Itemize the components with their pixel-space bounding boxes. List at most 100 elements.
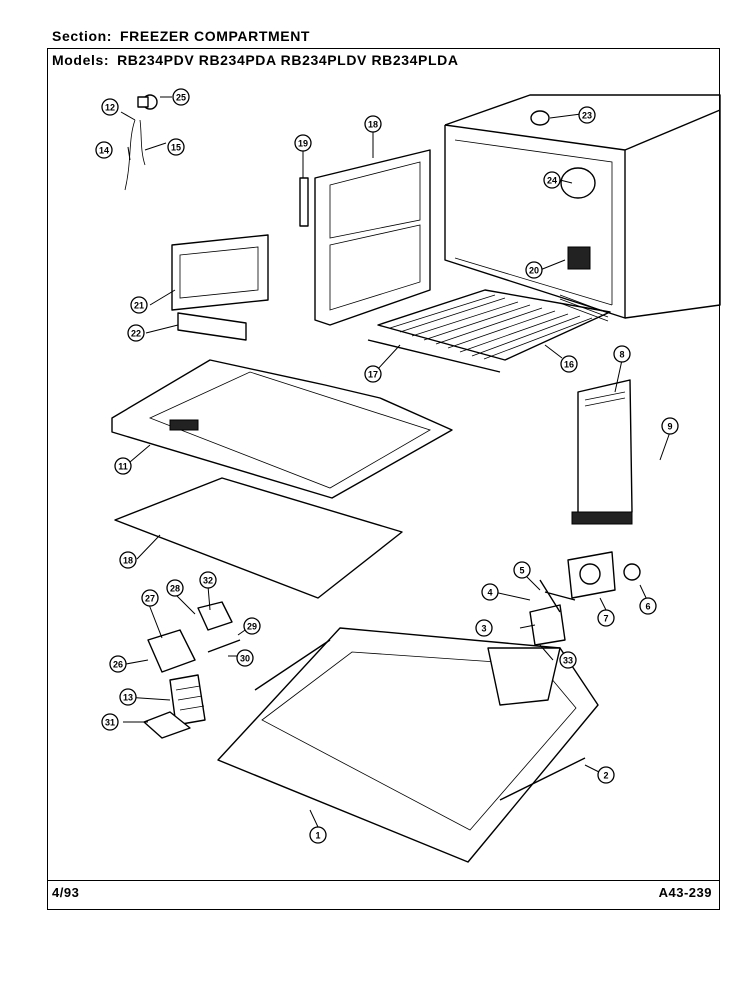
callout-number: 12 — [105, 103, 115, 113]
callout-number: 4 — [487, 588, 492, 598]
callout-circle — [101, 98, 119, 116]
callout-number: 18 — [368, 120, 378, 130]
callout-circle — [560, 355, 578, 373]
callout-number: 30 — [240, 654, 250, 664]
callout-number: 15 — [171, 143, 181, 153]
part-freezer-liner — [217, 627, 599, 863]
callout-25: 25 — [172, 88, 190, 106]
callout-circle — [236, 649, 254, 667]
callout-circle — [597, 609, 615, 627]
callout-16: 16 — [560, 355, 578, 373]
callout-circle — [597, 766, 615, 784]
models-label: Models: — [52, 52, 110, 68]
callout-30: 30 — [236, 649, 254, 667]
callout-27: 27 — [141, 589, 159, 607]
callout-number: 22 — [131, 329, 141, 339]
callout-number: 3 — [481, 624, 486, 634]
callout-number: 20 — [529, 266, 539, 276]
callout-circle — [172, 88, 190, 106]
callout-number: 14 — [99, 146, 109, 156]
callout-circle — [114, 457, 132, 475]
callout-26: 26 — [109, 655, 127, 673]
callout-circle — [475, 619, 493, 637]
callout-circle — [167, 138, 185, 156]
callout-number: 31 — [105, 718, 115, 728]
callout-circle — [243, 617, 261, 635]
callout-18: 18 — [364, 115, 382, 133]
callout-7: 7 — [597, 609, 615, 627]
models-heading: Models: RB234PDV RB234PDA RB234PLDV RB234… — [52, 52, 459, 68]
callout-circle — [613, 345, 631, 363]
callout-8: 8 — [613, 345, 631, 363]
callout-number: 11 — [118, 462, 128, 472]
callout-number: 6 — [645, 602, 650, 612]
part-freezer-door — [299, 149, 431, 326]
part-freezer-cabinet — [444, 94, 721, 322]
callout-number: 13 — [123, 693, 133, 703]
callout-circle — [130, 296, 148, 314]
footer-divider — [47, 880, 720, 881]
callout-number: 32 — [203, 576, 213, 586]
diagram-frame — [47, 48, 720, 910]
callout-circle — [513, 561, 531, 579]
callout-4: 4 — [481, 583, 499, 601]
callout-15: 15 — [167, 138, 185, 156]
callout-circle — [127, 324, 145, 342]
part-ice-tray-parts — [143, 601, 241, 739]
callout-circle — [199, 571, 217, 589]
callout-circle — [559, 651, 577, 669]
callout-circle — [141, 589, 159, 607]
models-value: RB234PDV RB234PDA RB234PLDV RB234PLDA — [117, 52, 459, 68]
callout-circle — [95, 141, 113, 159]
callout-number: 7 — [603, 614, 608, 624]
callout-number: 9 — [667, 422, 672, 432]
callout-6: 6 — [639, 597, 657, 615]
callout-circle — [166, 579, 184, 597]
callout-number: 19 — [298, 139, 308, 149]
callout-12: 12 — [101, 98, 119, 116]
callout-number: 2 — [603, 771, 608, 781]
section-value: FREEZER COMPARTMENT — [120, 28, 311, 44]
callout-number: 18 — [123, 556, 133, 566]
callout-circle — [661, 417, 679, 435]
callout-number: 17 — [368, 370, 378, 380]
callout-33: 33 — [559, 651, 577, 669]
callout-circle — [364, 115, 382, 133]
callout-circle — [639, 597, 657, 615]
callout-circle — [119, 551, 137, 569]
callout-circle — [481, 583, 499, 601]
callout-number: 1 — [315, 831, 320, 841]
callout-18: 18 — [119, 551, 137, 569]
callout-21: 21 — [130, 296, 148, 314]
callout-17: 17 — [364, 365, 382, 383]
callout-circle — [309, 826, 327, 844]
footer-date: 4/93 — [52, 885, 80, 900]
part-thermostat-assembly — [124, 94, 158, 191]
callout-14: 14 — [95, 141, 113, 159]
callout-circle — [119, 688, 137, 706]
part-door-panel — [171, 234, 269, 341]
callout-29: 29 — [243, 617, 261, 635]
callout-circle — [109, 655, 127, 673]
callout-circle — [101, 713, 119, 731]
callout-circle — [525, 261, 543, 279]
callout-number: 21 — [134, 301, 144, 311]
callout-22: 22 — [127, 324, 145, 342]
part-wire-shelf — [367, 289, 611, 373]
callout-24: 24 — [543, 171, 561, 189]
callout-number: 5 — [519, 566, 524, 576]
callout-number: 25 — [176, 93, 186, 103]
callout-2: 2 — [597, 766, 615, 784]
callout-20: 20 — [525, 261, 543, 279]
callout-number: 8 — [619, 350, 624, 360]
callout-circle — [578, 106, 596, 124]
callout-28: 28 — [166, 579, 184, 597]
part-evaporator-cover — [571, 379, 633, 525]
callout-3: 3 — [475, 619, 493, 637]
part-fan-assembly — [529, 551, 641, 646]
part-freezer-floor — [111, 359, 453, 499]
callout-number: 23 — [582, 111, 592, 121]
callout-31: 31 — [101, 713, 119, 731]
footer-diagram-number: A43-239 — [658, 885, 712, 900]
